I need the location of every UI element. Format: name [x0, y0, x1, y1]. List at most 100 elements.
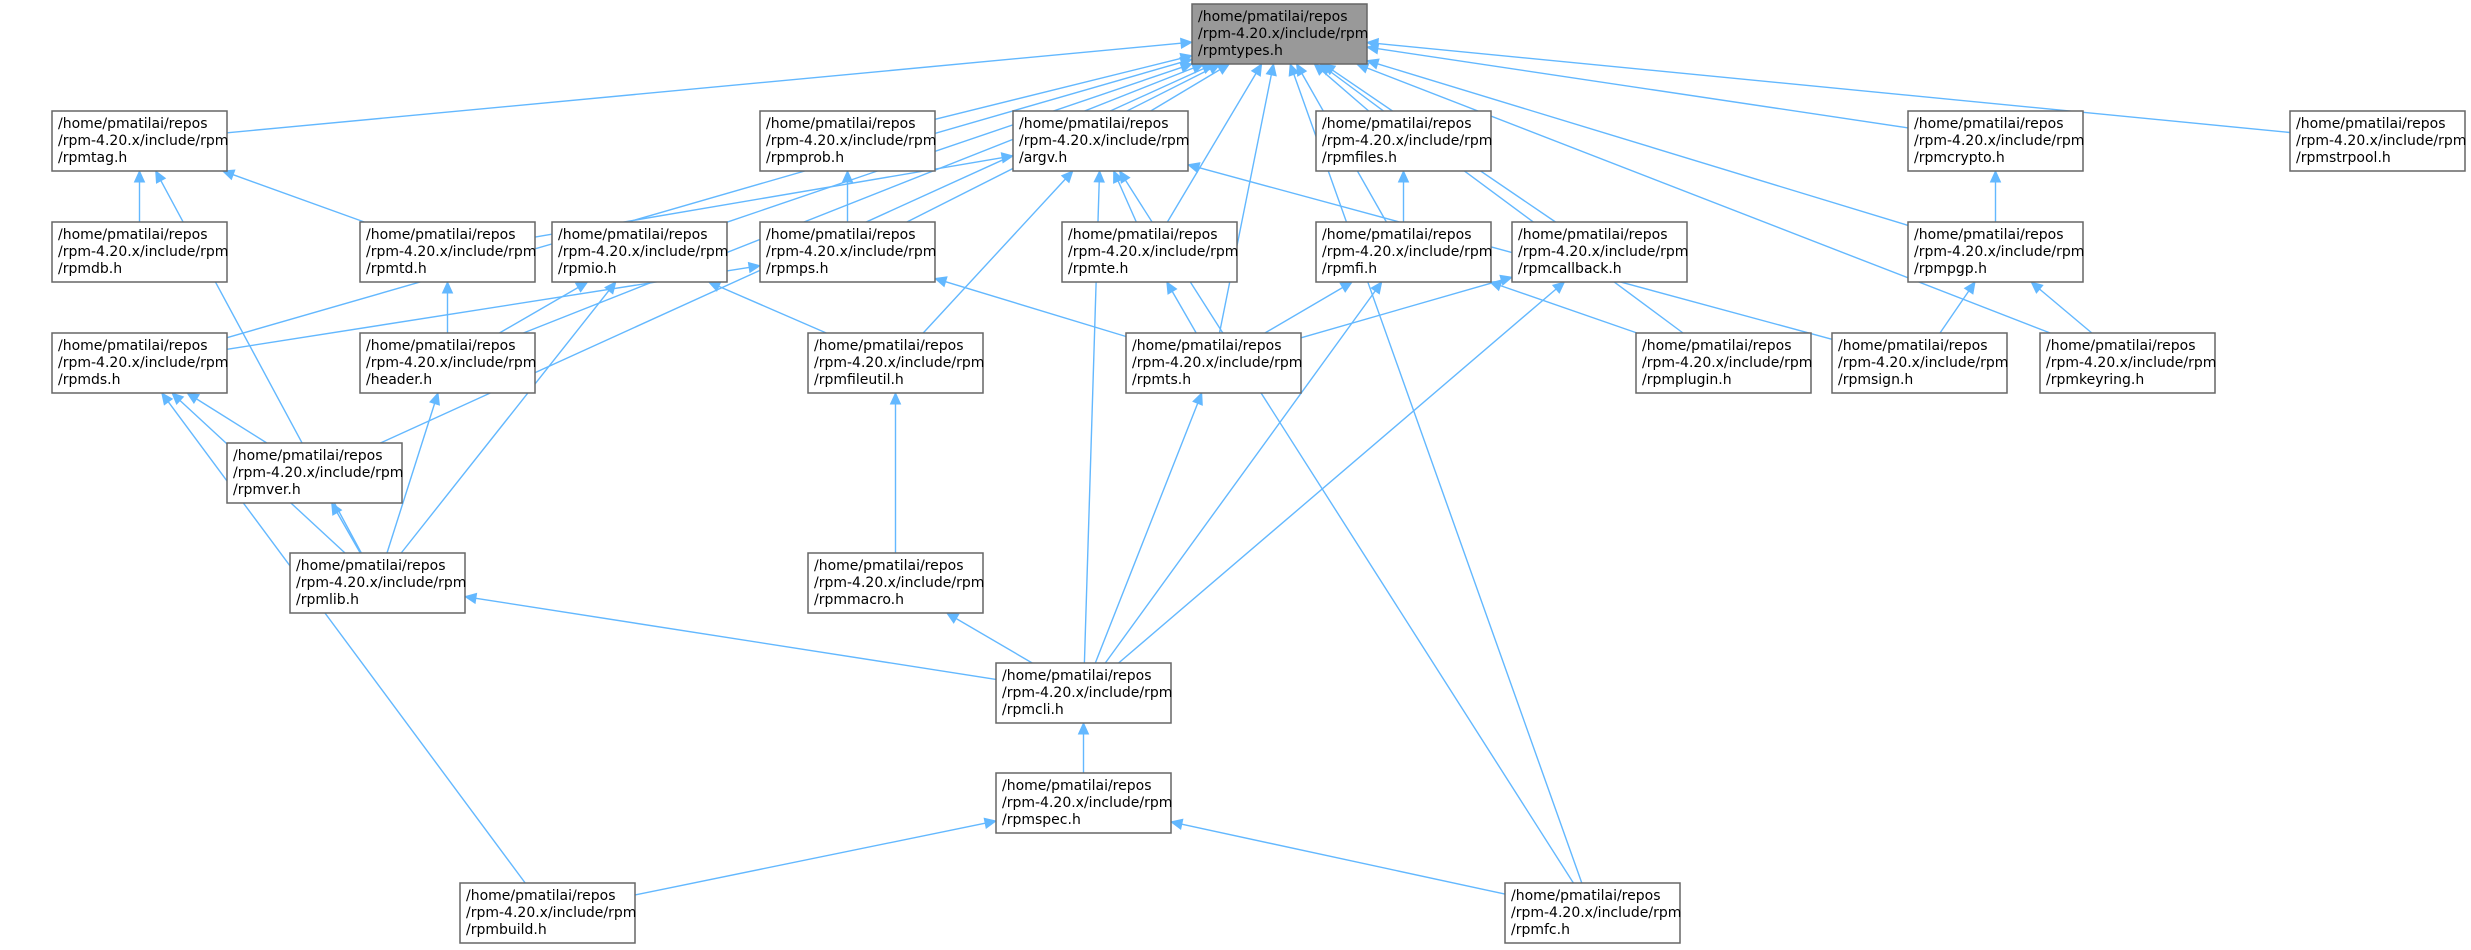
node-rpmver[interactable]: /home/pmatilai/repos/rpm-4.20.x/include/…	[226, 442, 403, 504]
edge-rpmcli-to-rpmts	[1094, 402, 1199, 664]
node-label-line: /rpm-4.20.x/include/rpm	[1019, 133, 1189, 149]
node-label-line: /rpm-4.20.x/include/rpm	[366, 244, 536, 260]
node-header[interactable]: /home/pmatilai/repos/rpm-4.20.x/include/…	[359, 332, 536, 394]
node-box	[1831, 332, 2008, 394]
node-box	[226, 442, 403, 504]
edge-rpmfileutil-to-argv	[922, 178, 1066, 334]
edge-header-to-rpmtypes	[523, 67, 1194, 334]
arrowhead-rpmfc-to-argv	[1118, 169, 1131, 184]
arrowhead-rpmsign-to-rpmpgp	[1963, 281, 1976, 295]
edge-rpmcli-to-rpmcallback	[1118, 288, 1557, 664]
node-label-line: /rpm-4.20.x/include/rpm	[58, 133, 228, 149]
node-label-line: /home/pmatilai/repos	[1914, 116, 2064, 132]
arrowhead-rpmcli-to-argv	[1093, 169, 1105, 183]
edge-rpmfc-to-argv	[1124, 179, 1574, 884]
node-rpmdb[interactable]: /home/pmatilai/repos/rpm-4.20.x/include/…	[51, 221, 228, 283]
arrowhead-rpmfi-to-rpmfiles	[1397, 169, 1410, 183]
edge-rpmio-to-rpmtypes	[726, 66, 1182, 223]
node-label-line: /rpm-4.20.x/include/rpm	[1002, 795, 1172, 811]
node-argv[interactable]: /home/pmatilai/repos/rpm-4.20.x/include/…	[1012, 110, 1189, 172]
edge-rpmlib-to-header	[386, 403, 436, 554]
edge-rpmcrypto-to-rpmtypes	[1377, 48, 1909, 129]
edge-rpmts-to-rpmtypes	[1218, 74, 1272, 334]
node-label-line: /home/pmatilai/repos	[466, 888, 616, 904]
node-rpmkeyring[interactable]: /home/pmatilai/repos/rpm-4.20.x/include/…	[2039, 332, 2216, 394]
arrowhead-rpmtag-to-rpmtypes	[1180, 37, 1194, 50]
node-rpmfc[interactable]: /home/pmatilai/repos/rpm-4.20.x/include/…	[1504, 882, 1681, 944]
node-rpmcallback[interactable]: /home/pmatilai/repos/rpm-4.20.x/include/…	[1511, 221, 1688, 283]
node-label-line: /home/pmatilai/repos	[558, 227, 708, 243]
node-label-line: /rpm-4.20.x/include/rpm	[1002, 685, 1172, 701]
node-rpmspec[interactable]: /home/pmatilai/repos/rpm-4.20.x/include/…	[995, 772, 1172, 834]
node-label-line: /home/pmatilai/repos	[1642, 338, 1792, 354]
node-rpmstrpool[interactable]: /home/pmatilai/repos/rpm-4.20.x/include/…	[2289, 110, 2466, 172]
node-box	[1907, 221, 2084, 283]
node-rpmds[interactable]: /home/pmatilai/repos/rpm-4.20.x/include/…	[51, 332, 228, 394]
arrowhead-rpmfileutil-to-argv	[1060, 170, 1074, 184]
node-label-line: /rpmmacro.h	[814, 592, 904, 608]
node-label-line: /rpmprob.h	[766, 150, 844, 166]
arrowhead-rpmfi-to-rpmtypes	[1296, 62, 1308, 77]
edge-rpmts-to-rpmps	[945, 281, 1127, 338]
node-label-line: /home/pmatilai/repos	[296, 558, 446, 574]
node-label-line: /rpmte.h	[1068, 261, 1128, 277]
node-rpmts[interactable]: /home/pmatilai/repos/rpm-4.20.x/include/…	[1125, 332, 1302, 394]
node-label-line: /rpm-4.20.x/include/rpm	[1914, 244, 2084, 260]
node-label-line: /home/pmatilai/repos	[1511, 888, 1661, 904]
arrowhead-rpmlib-to-rpmds	[171, 392, 185, 406]
edge-rpmprob-to-rpmtypes	[934, 57, 1182, 120]
node-label-line: /rpmkeyring.h	[2046, 372, 2144, 388]
node-rpmsign[interactable]: /home/pmatilai/repos/rpm-4.20.x/include/…	[1831, 332, 2008, 394]
node-label-line: /rpmsign.h	[1838, 372, 1913, 388]
node-rpmps[interactable]: /home/pmatilai/repos/rpm-4.20.x/include/…	[759, 221, 936, 283]
node-box	[995, 662, 1172, 724]
node-rpmfileutil[interactable]: /home/pmatilai/repos/rpm-4.20.x/include/…	[807, 332, 984, 394]
node-rpmio[interactable]: /home/pmatilai/repos/rpm-4.20.x/include/…	[551, 221, 728, 283]
arrowhead-rpmte-to-argv	[1113, 169, 1124, 184]
node-label-line: /rpm-4.20.x/include/rpm	[1914, 133, 2084, 149]
arrowhead-rpmlib-to-rpmtag	[155, 169, 167, 184]
arrowhead-rpmte-to-rpmtypes	[1250, 62, 1263, 77]
node-box	[759, 221, 936, 283]
node-rpmbuild[interactable]: /home/pmatilai/repos/rpm-4.20.x/include/…	[459, 882, 636, 944]
node-label-line: /header.h	[366, 372, 432, 388]
arrowhead-rpmplugin-to-rpmtypes	[1319, 63, 1333, 76]
arrowhead-rpmcli-to-rpmts	[1192, 391, 1203, 406]
arrowhead-rpmsign-to-argv	[1186, 162, 1201, 174]
edge-rpmds-to-rpmtypes	[226, 61, 1182, 339]
node-rpmpgp[interactable]: /home/pmatilai/repos/rpm-4.20.x/include/…	[1907, 221, 2084, 283]
node-rpmtd[interactable]: /home/pmatilai/repos/rpm-4.20.x/include/…	[359, 221, 536, 283]
node-rpmfi[interactable]: /home/pmatilai/repos/rpm-4.20.x/include/…	[1315, 221, 1492, 283]
node-rpmprob[interactable]: /home/pmatilai/repos/rpm-4.20.x/include/…	[759, 110, 936, 172]
node-rpmcrypto[interactable]: /home/pmatilai/repos/rpm-4.20.x/include/…	[1907, 110, 2084, 172]
node-rpmmacro[interactable]: /home/pmatilai/repos/rpm-4.20.x/include/…	[807, 552, 984, 614]
arrowhead-rpmver-to-rpmds	[186, 392, 201, 405]
node-label-line: /rpm-4.20.x/include/rpm	[766, 244, 936, 260]
node-box	[51, 110, 228, 172]
node-label-line: /rpmio.h	[558, 261, 617, 277]
node-label-line: /rpm-4.20.x/include/rpm	[1132, 355, 1302, 371]
node-rpmte[interactable]: /home/pmatilai/repos/rpm-4.20.x/include/…	[1061, 221, 1238, 283]
arrowhead-rpmcli-to-rpmfi	[1370, 281, 1383, 295]
node-rpmtag[interactable]: /home/pmatilai/repos/rpm-4.20.x/include/…	[51, 110, 228, 172]
node-rpmfiles[interactable]: /home/pmatilai/repos/rpm-4.20.x/include/…	[1315, 110, 1492, 172]
node-box	[2039, 332, 2216, 394]
node-box	[551, 221, 728, 283]
node-label-line: /rpmts.h	[1132, 372, 1191, 388]
node-label-line: /rpmbuild.h	[466, 922, 547, 938]
node-rpmcli[interactable]: /home/pmatilai/repos/rpm-4.20.x/include/…	[995, 662, 1172, 724]
arrowhead-rpmspec-to-rpmcli	[1077, 721, 1090, 735]
edge-rpmfiles-to-rpmtypes	[1322, 70, 1370, 112]
node-rpmlib[interactable]: /home/pmatilai/repos/rpm-4.20.x/include/…	[289, 552, 466, 614]
node-box	[1511, 221, 1688, 283]
node-label-line: /home/pmatilai/repos	[1198, 9, 1348, 25]
node-label-line: /rpm-4.20.x/include/rpm	[1518, 244, 1688, 260]
edge-rpmts-to-rpmfi	[1264, 286, 1344, 334]
node-label-line: /rpmtag.h	[58, 150, 127, 166]
node-rpmtypes[interactable]: /home/pmatilai/repos/rpm-4.20.x/include/…	[1191, 3, 1368, 65]
edge-header-to-rpmio	[499, 286, 579, 334]
node-label-line: /rpm-4.20.x/include/rpm	[466, 905, 636, 921]
node-rpmplugin[interactable]: /home/pmatilai/repos/rpm-4.20.x/include/…	[1635, 332, 1812, 394]
edge-argv-to-rpmtypes	[1150, 68, 1221, 112]
node-label-line: /rpm-4.20.x/include/rpm	[366, 355, 536, 371]
